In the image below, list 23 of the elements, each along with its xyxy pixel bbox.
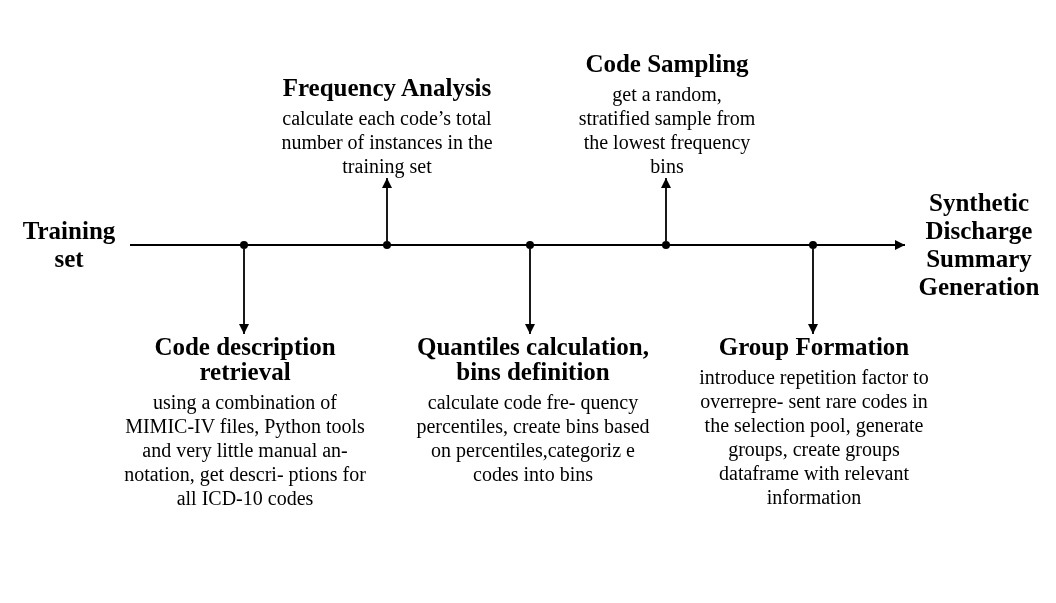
arrow xyxy=(808,248,818,335)
stage-description: calculate code fre- quency percentiles, create bins based on percentiles,categoriz e codes into bins xyxy=(415,390,651,486)
timeline-dot xyxy=(383,241,391,249)
arrow xyxy=(382,177,392,242)
stage-description: calculate each code’s total number of instances in the training set xyxy=(280,106,494,178)
arrow xyxy=(239,248,249,335)
timeline-dot xyxy=(809,241,817,249)
stage-description: using a combination of MIMIC-IV files, Python tools and very little manual an- notation, get descri- ptions for all ICD-10 codes xyxy=(123,390,367,510)
timeline-start-label: Training set xyxy=(8,217,130,273)
arrow xyxy=(661,177,671,242)
stage-description: introduce repetition factor to overrepre- sent rare codes in the selection pool, generate groups, create groups dataframe with relevant information xyxy=(698,365,930,509)
timeline-end-label: Synthetic Discharge Summary Generation xyxy=(905,189,1053,301)
stage-heading: Group Formation xyxy=(717,334,911,359)
timeline-dot xyxy=(662,241,670,249)
stage-description: get a random, stratified sample from the lowest frequency bins xyxy=(577,82,757,178)
stage-heading: Code Sampling xyxy=(584,51,750,76)
stage-heading: Code description retrieval xyxy=(153,334,337,384)
arrow xyxy=(525,248,535,335)
timeline-dot xyxy=(240,241,248,249)
stage-heading: Frequency Analysis xyxy=(281,75,493,100)
stage-heading: Quantiles calculation, bins definition xyxy=(416,334,650,384)
timeline-dot xyxy=(526,241,534,249)
timeline-arrow xyxy=(129,240,906,250)
